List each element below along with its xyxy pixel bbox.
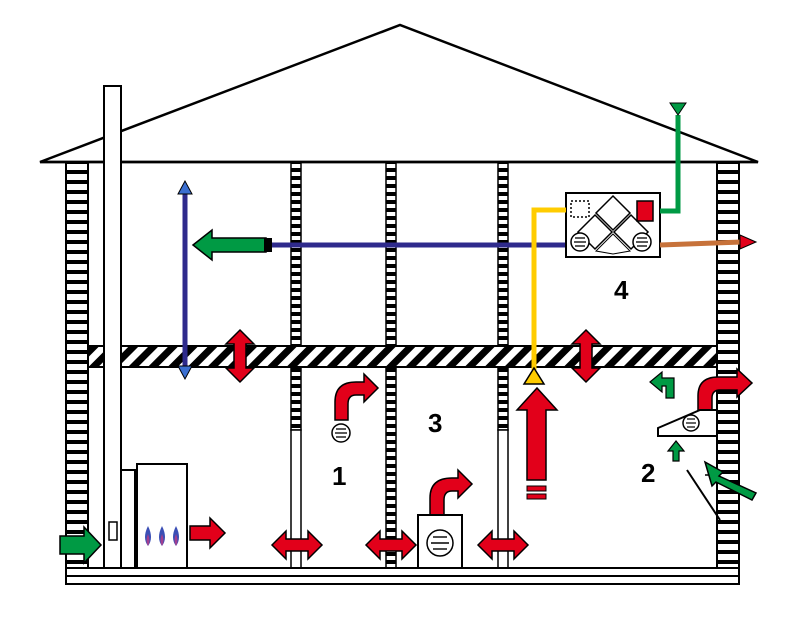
flame-icon — [145, 526, 179, 546]
stove — [136, 463, 188, 569]
wall-transfer-arrow-3 — [476, 529, 530, 561]
partition-wall-3-lower — [497, 367, 509, 431]
left-outer-wall — [65, 162, 89, 576]
wall-transfer-arrow-1 — [270, 529, 324, 561]
heater-element — [636, 200, 654, 222]
unit-3-floor-heater — [417, 468, 474, 569]
fan-icon — [682, 414, 700, 432]
ground-floor — [65, 567, 740, 585]
exhaust-duct — [659, 234, 758, 250]
extract-duct — [522, 207, 566, 385]
partition-wall-2-upper — [385, 162, 397, 346]
floor-transfer-arrow-right — [570, 328, 602, 384]
label-unit-1: 1 — [332, 461, 346, 491]
fresh-air-inlet-arrow — [59, 525, 103, 565]
extract-air-arrow — [515, 386, 559, 500]
partition-wall-1-lower — [290, 367, 302, 431]
label-unit-3: 3 — [428, 408, 442, 438]
supply-duct — [177, 179, 570, 381]
unit-1-wall-fan — [331, 372, 380, 443]
wall-transfer-arrow-2 — [364, 529, 418, 561]
stove-heat-arrow — [189, 516, 227, 550]
intermediate-floor — [87, 345, 718, 368]
label-unit-4: 4 — [614, 275, 629, 305]
floor-transfer-arrow-left — [224, 328, 256, 384]
fan-icon — [331, 423, 351, 443]
chimney — [103, 85, 136, 569]
outdoor-air-duct — [660, 102, 687, 214]
fan-icon — [632, 232, 652, 252]
heat-recovery-unit — [565, 192, 661, 258]
filter-box — [570, 200, 590, 218]
right-outer-wall — [716, 162, 740, 576]
fan-icon — [570, 232, 590, 252]
fan-icon — [426, 529, 454, 557]
label-unit-2: 2 — [641, 458, 655, 488]
partition-wall-2-lower — [385, 367, 397, 569]
roof — [39, 23, 759, 164]
partition-wall-1-upper — [290, 162, 302, 346]
supply-air-arrow — [191, 228, 272, 262]
unit-2-wall-unit — [649, 367, 758, 521]
partition-wall-3-upper — [497, 162, 509, 346]
